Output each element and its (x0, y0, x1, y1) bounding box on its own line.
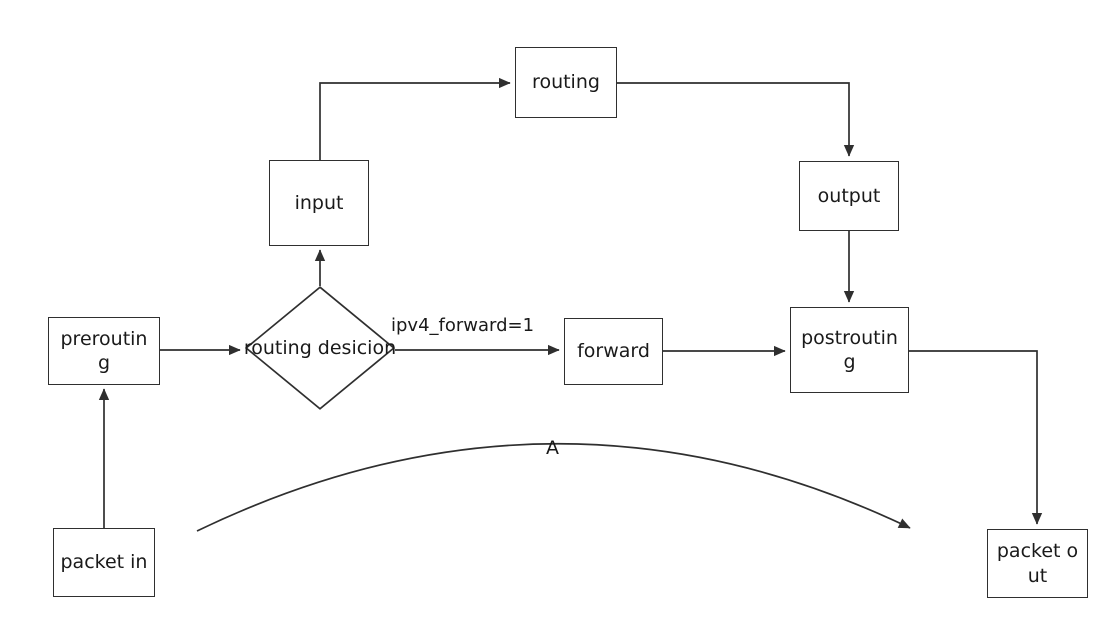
edge-label-arc-a: A (546, 437, 559, 459)
diamond-shape (245, 286, 395, 410)
node-packet-in[interactable]: packet in (53, 528, 155, 597)
node-prerouting[interactable]: prerouting (48, 317, 160, 385)
node-input-label: input (294, 191, 344, 214)
node-packet-out-label: packet out (996, 540, 1079, 587)
node-packet-out[interactable]: packet out (987, 529, 1088, 598)
connector-postrouting-to-packetout (909, 350, 1043, 525)
connector-routing-to-output (617, 82, 855, 157)
node-forward[interactable]: forward (564, 318, 663, 385)
node-input[interactable]: input (269, 160, 369, 246)
edge-label-ipv4-forward: ipv4_forward=1 (391, 315, 535, 336)
node-routing-label: routing (532, 71, 600, 94)
connector-input-to-routing (319, 77, 511, 160)
node-prerouting-label: prerouting (60, 327, 148, 374)
node-postrouting[interactable]: postrouting (790, 307, 909, 393)
node-forward-label: forward (577, 340, 650, 363)
node-routing-decision[interactable]: routing desicion (243, 286, 397, 410)
node-output[interactable]: output (799, 161, 899, 231)
node-routing[interactable]: routing (515, 47, 617, 118)
node-postrouting-label: postrouting (801, 326, 898, 373)
node-packet-in-label: packet in (60, 551, 148, 574)
node-routing-decision-label: routing desicion (243, 336, 397, 359)
node-output-label: output (817, 184, 881, 207)
